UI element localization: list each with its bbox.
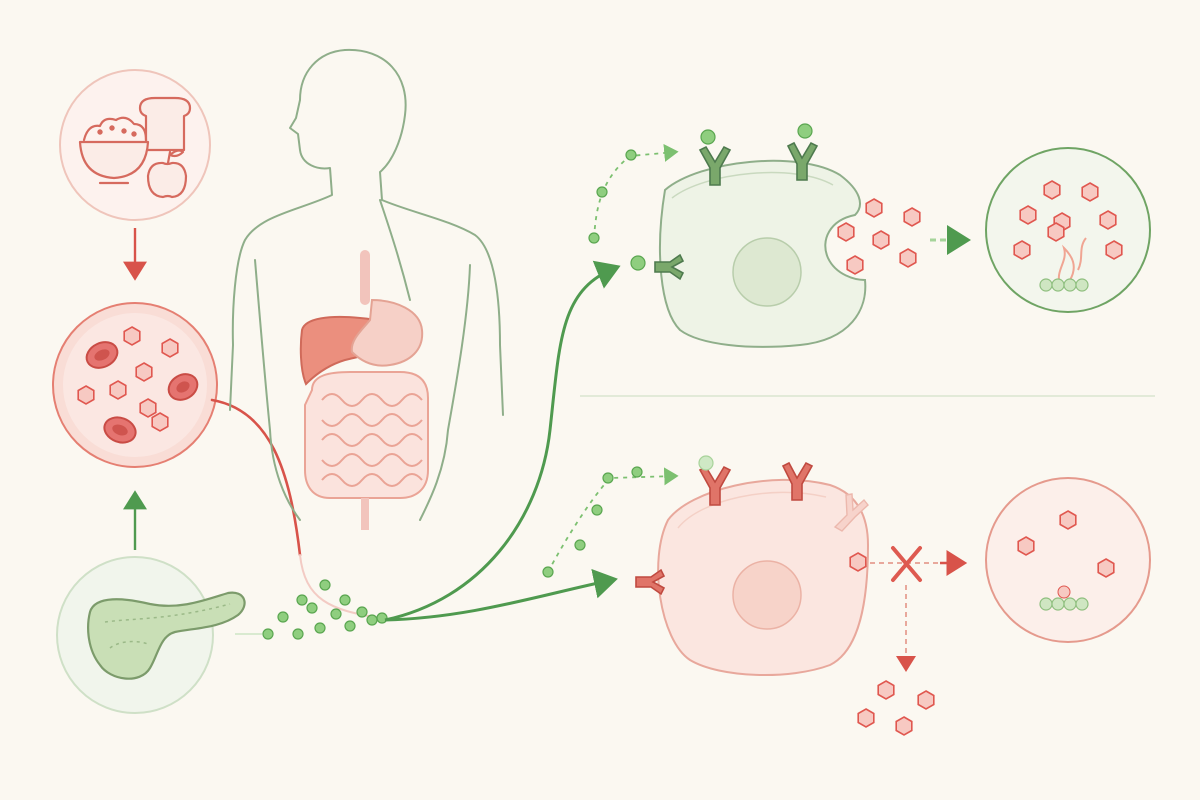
insulin-path-to-healthy-cell: [384, 260, 621, 622]
healthy-cell: [630, 123, 971, 348]
insulin-release: [235, 579, 388, 640]
blocked-x-icon: [891, 546, 922, 582]
bound-insulin: [630, 123, 813, 271]
glycogen-chain: [1039, 597, 1089, 611]
insulin-path-to-resistant-cell: [384, 568, 618, 622]
pancreas-circle: [56, 556, 246, 714]
unbound-insulin: [698, 455, 714, 471]
food-bowl-bread-apple-icon: [78, 96, 192, 199]
glucose-remaining-in-blood: [857, 680, 935, 736]
cell-nucleus: [732, 237, 802, 307]
human-body-outline-icon: [229, 48, 504, 521]
insulin-dotted-path-bottom: [542, 466, 679, 578]
reduced-uptake-result-circle: [985, 477, 1151, 643]
blood-circulation-curve: [210, 398, 302, 557]
faded-receptor: [833, 493, 869, 532]
pancreas-icon: [87, 591, 246, 680]
glycogen-chain: [1039, 278, 1089, 292]
energy-spark: [1057, 237, 1087, 286]
insulin-resistant-cell: [635, 455, 968, 736]
y-shaped-receptor-icon: [654, 141, 819, 281]
food-intake-circle: [59, 69, 211, 221]
stomach-icon: [350, 298, 424, 367]
y-shaped-receptor-icon: [635, 461, 814, 596]
glucose-uptake-result-circle: [985, 147, 1151, 313]
red-blood-cells: [85, 341, 199, 444]
cell-nucleus: [732, 560, 802, 630]
insulin-dotted-path-top: [588, 143, 679, 244]
blood-vessel-circle: [52, 302, 218, 468]
intestines-icon: [304, 371, 429, 530]
digestive-organs: [299, 250, 429, 530]
